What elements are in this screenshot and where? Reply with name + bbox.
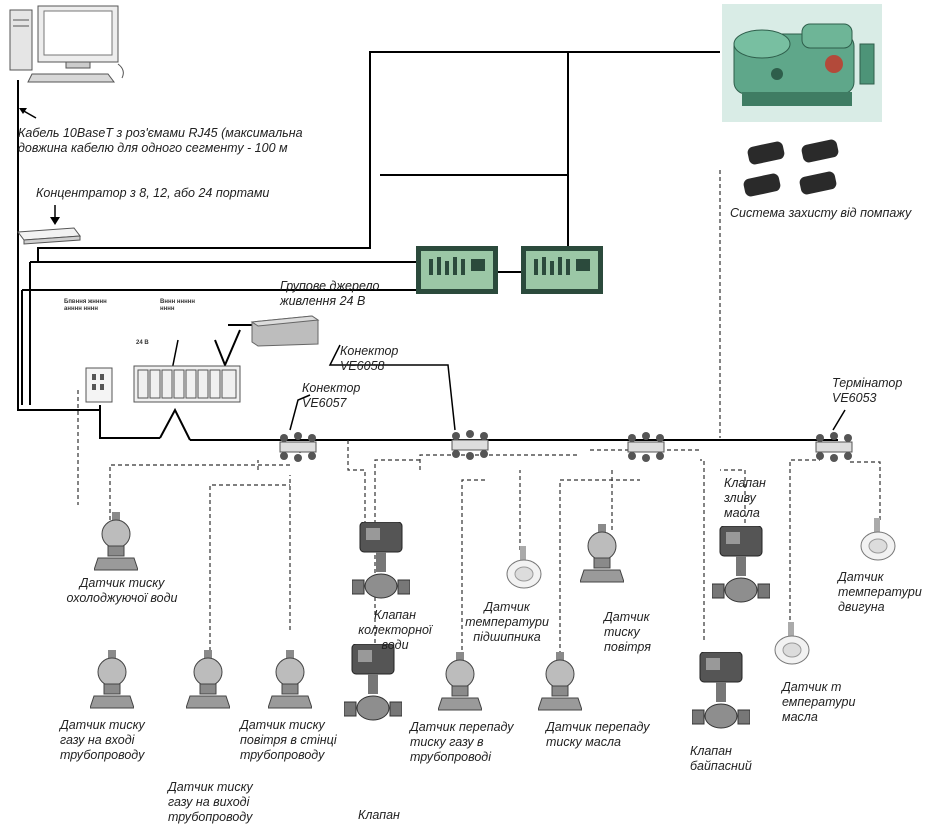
valve-label: Клапан bbox=[358, 808, 400, 822]
hub-label: Концентратор з 8, 12, або 24 портами bbox=[36, 186, 270, 200]
wall-air-pressure-label: Датчик тиску повітря в стінці трубопрово… bbox=[240, 718, 337, 762]
terminator-block-icon bbox=[815, 432, 853, 462]
terminator-ve6053-label: Термінатор VE6053 bbox=[832, 376, 903, 405]
bypass-valve-label: Клапан байпасний bbox=[690, 744, 752, 773]
gas-inlet-pressure-label: Датчик тиску газу на вході трубопроводу bbox=[60, 718, 145, 762]
power-supply-label: Групове джерело живлення 24 В bbox=[280, 279, 380, 308]
connector-ve6058-label: Конектор VE6058 bbox=[340, 344, 399, 373]
arrow-down-icon bbox=[50, 205, 60, 225]
surge-system-label: Система захисту від помпажу bbox=[730, 206, 912, 220]
fieldbus-drops bbox=[77, 170, 881, 665]
gas-diff-pressure-label: Датчик перепаду тиску газу в трубопровод… bbox=[410, 720, 514, 764]
pressure-transmitter-icon bbox=[268, 650, 312, 709]
arrow-left-icon bbox=[19, 108, 37, 119]
module-caption-24v: 24 В bbox=[136, 340, 149, 346]
temperature-sensor-icon bbox=[506, 546, 542, 589]
bearing-temperature-label: Датчик температури підшипника bbox=[465, 600, 549, 644]
temperature-sensor-icon bbox=[774, 622, 810, 665]
temperature-sensor-icon bbox=[860, 518, 896, 561]
desktop-computer-icon bbox=[9, 5, 124, 83]
pressure-transmitter-icon bbox=[90, 650, 134, 709]
surge-protection-modules-icon bbox=[743, 139, 839, 197]
oil-diff-pressure-label: Датчик перепаду тиску масла bbox=[546, 720, 650, 749]
connector-ve6057-label: Конектор VE6057 bbox=[302, 381, 361, 410]
collector-water-valve-label: Клапан колекторної води bbox=[358, 608, 432, 652]
controller-panel-icon bbox=[416, 246, 498, 294]
control-valve-icon bbox=[692, 652, 750, 729]
air-pressure-label: Датчик тиску повітря bbox=[604, 610, 651, 654]
cooling-water-pressure-label: Датчик тиску охолоджуючої води bbox=[66, 576, 178, 605]
engine-temperature-label: Датчик температури двигуна bbox=[838, 570, 922, 614]
control-valve-icon bbox=[352, 522, 410, 599]
pressure-transmitter-icon bbox=[538, 652, 582, 711]
pressure-transmitter-icon bbox=[438, 652, 482, 711]
din-rail-modules-icon bbox=[85, 365, 241, 403]
compressor-unit-icon bbox=[722, 4, 882, 122]
network-hub-icon bbox=[17, 227, 81, 245]
pressure-transmitter-icon bbox=[580, 524, 624, 583]
pressure-transmitter-icon bbox=[94, 512, 138, 571]
connector-block-icon bbox=[451, 430, 489, 460]
module-caption-b: Вннн ннннн нннн bbox=[160, 299, 195, 312]
control-valve-icon bbox=[712, 526, 770, 603]
power-supply-icon bbox=[250, 315, 320, 347]
cable-label: Кабель 10BaseT з роз'ємами RJ45 (максима… bbox=[18, 126, 303, 155]
connector-block-icon bbox=[279, 432, 317, 462]
oil-temperature-label: Датчик т емператури масла bbox=[782, 680, 856, 724]
pressure-transmitter-icon bbox=[186, 650, 230, 709]
oil-drain-valve-label: Клапан зливу масла bbox=[724, 476, 766, 520]
control-valve-icon bbox=[344, 644, 402, 721]
gas-outlet-pressure-label: Датчик тиску газу на виході трубопроводу bbox=[168, 780, 253, 824]
controller-panel-icon bbox=[521, 246, 603, 294]
connector-block-icon bbox=[627, 432, 665, 462]
module-caption-a: Бпвння жнннн анннн нннн bbox=[64, 299, 107, 312]
